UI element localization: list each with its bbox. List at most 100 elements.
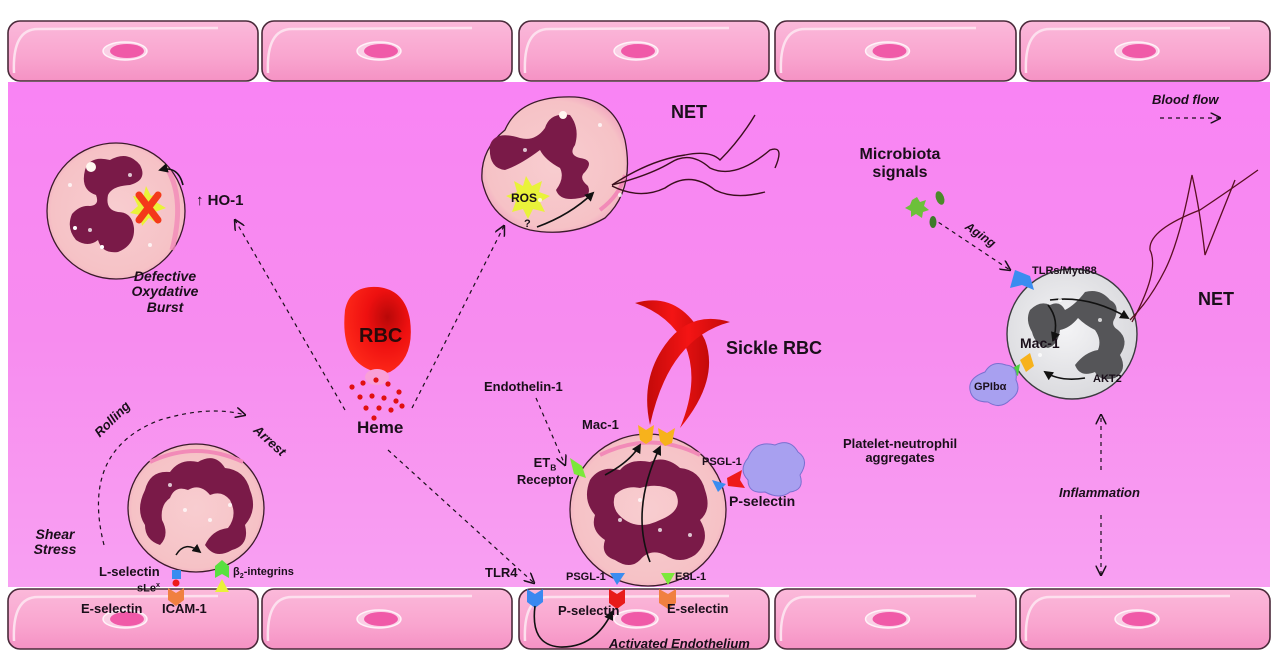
net-strands bbox=[611, 114, 780, 197]
tlr4-arrow bbox=[533, 605, 614, 648]
tlr4-icon bbox=[527, 589, 543, 608]
icam1-label: ICAM-1 bbox=[162, 601, 207, 616]
microbe-icon bbox=[905, 197, 929, 218]
endothelial-nucleus bbox=[872, 44, 907, 58]
granule bbox=[1058, 298, 1062, 302]
slex-sup: x bbox=[155, 581, 160, 589]
integrins-text: -integrins bbox=[243, 566, 294, 578]
slex-label: sLex bbox=[137, 581, 160, 595]
tlr4-label: TLR4 bbox=[485, 565, 518, 580]
heme-particle bbox=[373, 377, 379, 383]
psgl1-bottom-label: PSGL-1 bbox=[566, 571, 606, 583]
granule bbox=[68, 183, 72, 187]
endothelial-cell bbox=[1019, 20, 1271, 82]
mac1-aged-label: Mac-1 bbox=[1020, 335, 1060, 351]
endothelin-label: Endothelin-1 bbox=[484, 379, 563, 394]
endothelial-cell bbox=[7, 20, 259, 82]
endothelial-nucleus bbox=[621, 612, 655, 626]
blood-flow-label: Blood flow bbox=[1152, 92, 1219, 107]
shear-line: Shear bbox=[35, 526, 75, 542]
microbiota-line: Microbiota bbox=[859, 146, 941, 163]
heme-label: Heme bbox=[357, 418, 404, 437]
endothelial-nucleus bbox=[1122, 44, 1156, 58]
mac1-aged-icon bbox=[1020, 353, 1034, 372]
microbes bbox=[905, 191, 945, 228]
platelet-aged bbox=[969, 363, 1019, 406]
endothelial-cell bbox=[518, 588, 770, 650]
stress-line: Stress bbox=[33, 541, 77, 558]
heme-particle bbox=[349, 384, 355, 390]
heme-particles bbox=[349, 377, 405, 421]
heme-particle bbox=[369, 393, 375, 399]
neutrophil-ros-net bbox=[481, 96, 780, 233]
mac1-label: Mac-1 bbox=[582, 417, 619, 432]
neutrophil-activated bbox=[527, 425, 745, 648]
rbc-heme bbox=[344, 286, 411, 421]
heme-particle bbox=[376, 405, 382, 411]
granule bbox=[183, 508, 187, 512]
rbc-label: RBC bbox=[359, 325, 403, 347]
heme-particle bbox=[388, 407, 394, 413]
akt2-label: AKT2 bbox=[1093, 373, 1122, 385]
receptor-line: Receptor bbox=[516, 471, 574, 487]
endothelial-nucleus bbox=[872, 612, 907, 626]
mac1-receptor-icon bbox=[638, 425, 654, 444]
p-selectin-platelet-label: P-selectin bbox=[729, 493, 796, 509]
defective-line: Defective bbox=[133, 268, 197, 284]
granule bbox=[538, 198, 542, 202]
granule bbox=[88, 228, 92, 232]
heme-particle bbox=[357, 394, 363, 400]
nucleus bbox=[140, 458, 254, 554]
microbe-icon bbox=[935, 191, 945, 205]
endothelial-nucleus bbox=[621, 44, 655, 58]
ros-label: ROS bbox=[511, 191, 538, 205]
neutrophil-aged bbox=[1006, 169, 1259, 400]
aggregates-line: aggregates bbox=[865, 450, 935, 466]
microbe-icon bbox=[929, 216, 937, 228]
heme-particle bbox=[393, 398, 399, 404]
tlrs-myd88-label: TLRs/Myd88 bbox=[1032, 265, 1097, 277]
endothelial-cell bbox=[774, 20, 1017, 82]
granule bbox=[148, 243, 152, 247]
activated-endothelium-label: Activated Endothelium bbox=[609, 636, 750, 651]
granule bbox=[228, 503, 232, 507]
endothelial-cell bbox=[261, 20, 513, 82]
microbiota-label: Microbiota signals bbox=[845, 146, 955, 181]
l-selectin-label: L-selectin bbox=[99, 564, 160, 579]
heme-particle bbox=[363, 405, 369, 411]
granule bbox=[1038, 353, 1042, 357]
endothelial-cell bbox=[774, 588, 1017, 650]
e-selectin-endo-icon bbox=[659, 589, 676, 609]
l-selectin-icon bbox=[172, 570, 181, 579]
granule bbox=[618, 193, 622, 197]
net-strands-right bbox=[1129, 169, 1259, 323]
net-label-right: NET bbox=[1198, 289, 1234, 309]
granule bbox=[658, 528, 662, 532]
endothelial-cell bbox=[518, 20, 770, 82]
signals-line: signals bbox=[872, 163, 928, 181]
question-label: ? bbox=[524, 218, 531, 230]
ros-net-arrow bbox=[536, 191, 595, 228]
shear-stress-label: Shear Stress bbox=[30, 526, 80, 558]
endothelial-cell bbox=[261, 588, 513, 650]
psgl1-icon bbox=[712, 480, 726, 492]
heme-particle bbox=[385, 381, 391, 387]
icam1-icon bbox=[215, 579, 229, 592]
psgl1-right-label: PSGL-1 bbox=[702, 456, 742, 468]
neutrophil-defective-burst bbox=[46, 142, 186, 280]
esl1-icon bbox=[661, 573, 675, 585]
ros-burst-icon bbox=[506, 176, 550, 219]
nucleus bbox=[69, 156, 143, 253]
platelet-neutrophil-line: Platelet-neutrophil bbox=[842, 436, 958, 451]
ho1-arrow bbox=[158, 163, 184, 186]
etb-line: ETB bbox=[505, 455, 585, 473]
top-endothelium bbox=[7, 20, 1271, 82]
endothelial-nucleus bbox=[364, 612, 398, 626]
heme-particle bbox=[381, 395, 387, 401]
beta2-integrins-label: β2-integrins bbox=[233, 566, 294, 581]
etb-receptor-label: ETB Receptor bbox=[505, 455, 585, 487]
p-selectin-icon bbox=[727, 470, 745, 488]
endothelial-nucleus bbox=[1122, 612, 1156, 626]
